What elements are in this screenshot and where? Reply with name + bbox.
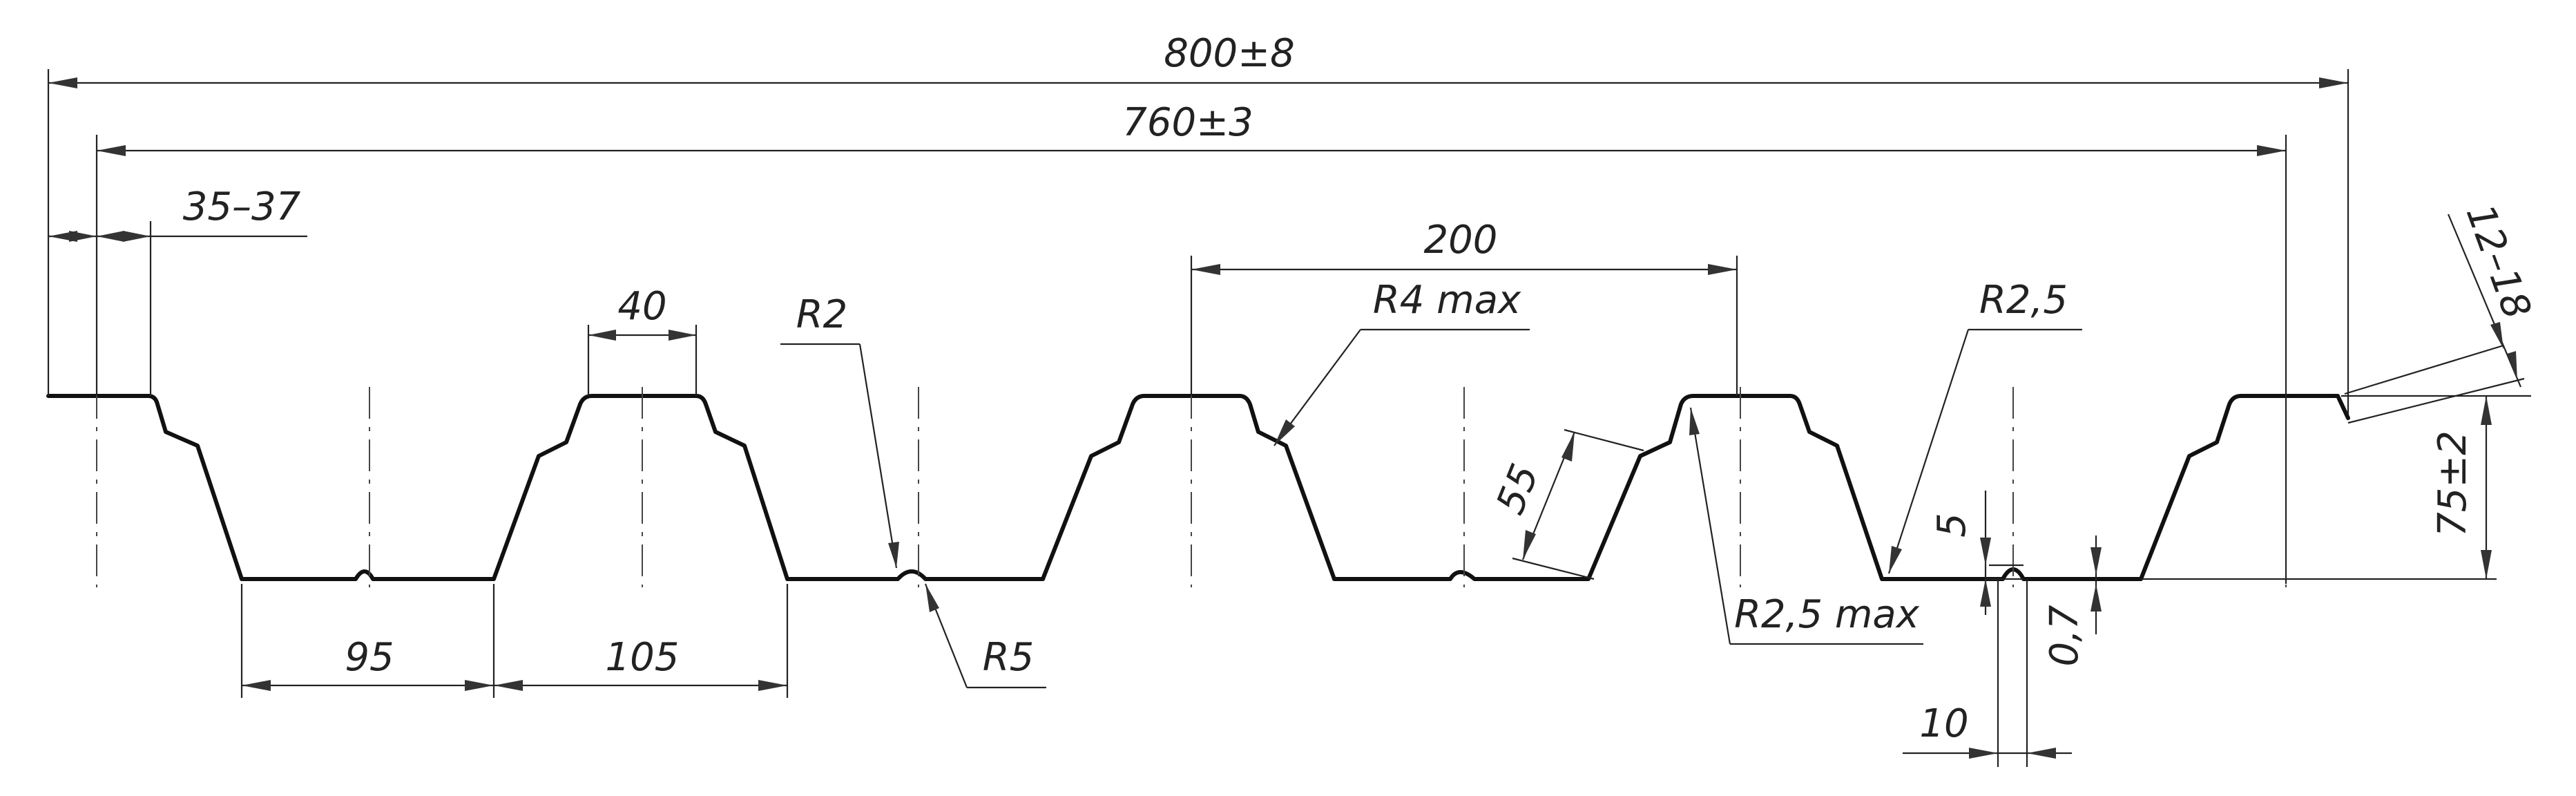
dimension-stiffener-width: 10	[1903, 579, 2072, 767]
dimension-stiffener-depth: 5	[1930, 491, 2024, 615]
top-flange-label: 40	[617, 284, 666, 329]
callout-r5: R5	[924, 583, 1046, 689]
dimension-edge-lip: 12–18	[2344, 198, 2539, 424]
sheet-profile	[46, 394, 2350, 581]
radius-r25-max-label: R2,5 max	[1734, 592, 1920, 637]
dimension-rib-base: 105	[494, 584, 789, 698]
radius-r2-label: R2	[796, 292, 848, 337]
web-length-label: 55	[1488, 458, 1548, 520]
callout-r4: R4 max	[1273, 278, 1530, 446]
dimension-pitch: 200	[1190, 218, 1738, 396]
dimension-thickness: 0,7	[2042, 536, 2102, 667]
pitch-label: 200	[1424, 218, 1498, 263]
overall-width-label: 800±8	[1164, 31, 1294, 76]
dimension-bottom-flange: 95	[240, 584, 495, 698]
callout-r2: R2	[780, 292, 899, 569]
callout-r25-top: R2,5	[1887, 278, 2082, 574]
edge-lip-label: 12–18	[2457, 198, 2539, 324]
dimension-top-flange: 40	[587, 284, 698, 396]
radius-r4-label: R4 max	[1373, 278, 1521, 323]
stiffener-depth-label: 5	[1930, 513, 1974, 538]
radius-r25-label: R2,5	[1979, 278, 2068, 323]
working-width-label: 760±3	[1122, 100, 1253, 145]
radius-r5-label: R5	[983, 635, 1035, 680]
dimension-height: 75±2	[2141, 395, 2531, 580]
stiffener-width-label: 10	[1919, 701, 1968, 746]
dimension-edge-offset: 35–37	[48, 184, 307, 396]
rib-base-label: 105	[606, 635, 680, 680]
dimension-working-width: 760±3	[95, 100, 2287, 584]
thickness-label: 0,7	[2042, 605, 2087, 666]
callout-r25-max: R2,5 max	[1689, 407, 1923, 645]
center-lines	[96, 387, 2287, 587]
edge-offset-label: 35–37	[183, 184, 301, 229]
bottom-flange-label: 95	[345, 635, 394, 680]
dimension-overall-width: 800±8	[47, 31, 2349, 415]
height-label: 75±2	[2430, 430, 2475, 537]
